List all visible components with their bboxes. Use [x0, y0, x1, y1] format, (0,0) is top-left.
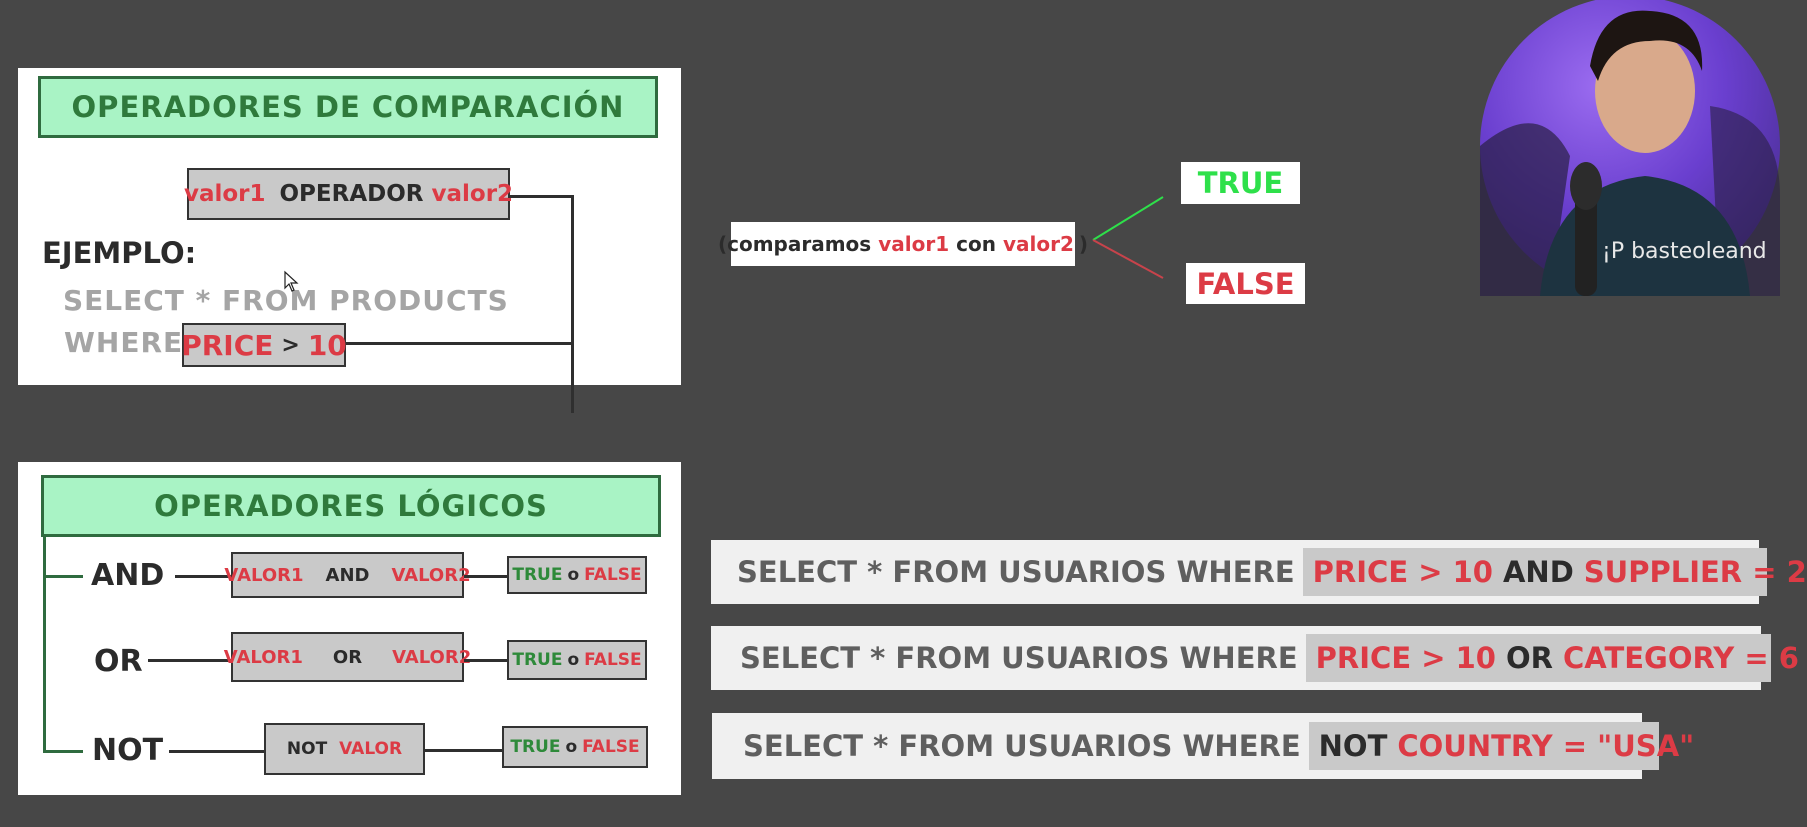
or-line-2 — [464, 659, 507, 662]
connector-bottom — [345, 342, 574, 345]
example-operator: > — [281, 332, 300, 358]
sql-or-condition: PRICE > 10 OR CATEGORY = 6 — [1305, 634, 1799, 682]
sql-and-prefix: SELECT * FROM USUARIOS WHERE — [737, 555, 1295, 589]
and-value2: VALOR2 — [391, 564, 471, 586]
not-value: VALOR — [339, 739, 403, 759]
avatar-shirt-text: ¡P basteoleand — [1602, 239, 1767, 264]
and-keyword: AND — [325, 564, 370, 586]
spine-tick-and — [43, 575, 83, 578]
presenter-avatar: ¡P basteoleand — [1480, 0, 1780, 296]
and-line-1 — [175, 575, 232, 578]
spine-tick-not — [43, 750, 83, 753]
example-where-keyword: WHERE — [64, 326, 184, 359]
sql-not-cond: COUNTRY = "USA" — [1397, 729, 1695, 763]
and-result-box: TRUE o FALSE — [507, 556, 647, 594]
or-true: TRUE — [512, 650, 563, 670]
not-false: FALSE — [582, 737, 640, 757]
not-line-2 — [424, 749, 503, 752]
not-line-1 — [169, 750, 265, 753]
sql-not-keyword: NOT — [1318, 729, 1388, 763]
logical-title: OPERADORES LÓGICOS — [41, 475, 661, 537]
sql-example-not: SELECT * FROM USUARIOS WHERE NOT COUNTRY… — [712, 713, 1694, 779]
sql-and-cond1: PRICE > 10 — [1312, 555, 1493, 589]
or-label: OR — [94, 644, 143, 679]
or-value1: VALOR1 — [223, 646, 303, 668]
syntax-box: valor1 OPERADOR valor2 — [183, 168, 513, 220]
connector-vertical — [571, 195, 574, 413]
syntax-value2: valor2 — [431, 181, 514, 207]
compare-note-open: (comparamos — [717, 232, 872, 256]
not-label: NOT — [92, 733, 164, 768]
sql-and-cond2: SUPPLIER = 2 — [1583, 555, 1807, 589]
or-keyword: OR — [332, 646, 363, 668]
example-condition-box: PRICE > 10 — [181, 323, 347, 367]
sql-example-or: SELECT * FROM USUARIOS WHERE PRICE > 10 … — [711, 626, 1799, 690]
and-true: TRUE — [512, 565, 563, 585]
not-o: o — [565, 737, 578, 757]
logical-operators-panel: OPERADORES LÓGICOS AND VALOR1 AND VALOR2… — [18, 462, 681, 795]
comparison-operators-panel: OPERADORES DE COMPARACIÓN valor1 OPERADO… — [18, 68, 681, 413]
and-o: o — [567, 565, 580, 585]
or-value2: VALOR2 — [392, 646, 472, 668]
not-expression-box: NOT VALOR — [264, 723, 425, 775]
example-label: EJEMPLO: — [42, 236, 197, 270]
branch-lines — [1092, 196, 1164, 279]
example-select-line: SELECT * FROM PRODUCTS — [63, 284, 509, 317]
sql-and-condition: PRICE > 10 AND SUPPLIER = 2 — [1302, 548, 1807, 596]
and-value1: VALOR1 — [224, 564, 304, 586]
sql-or-keyword: OR — [1505, 641, 1553, 675]
sql-example-and: SELECT * FROM USUARIOS WHERE PRICE > 10 … — [711, 540, 1807, 604]
compare-note-con: con — [956, 232, 996, 256]
false-branch-line — [1092, 239, 1164, 279]
logical-spine — [43, 534, 46, 752]
presenter-illustration: ¡P basteoleand — [1480, 10, 1780, 296]
sql-not-prefix: SELECT * FROM USUARIOS WHERE — [743, 729, 1301, 763]
sql-or-cond1: PRICE > 10 — [1315, 641, 1496, 675]
compare-note: (comparamos valor1 con valor2 ) — [718, 222, 1088, 266]
syntax-operator: OPERADOR — [279, 181, 424, 207]
compare-note-value2: valor2 — [1002, 232, 1074, 256]
sql-and-keyword: AND — [1502, 555, 1574, 589]
sql-not-condition: NOT COUNTRY = "USA" — [1308, 722, 1694, 770]
and-false: FALSE — [584, 565, 642, 585]
not-keyword: NOT — [286, 739, 328, 759]
sql-or-cond2: CATEGORY = 6 — [1562, 641, 1799, 675]
connector-top — [508, 195, 572, 198]
and-line-2 — [464, 575, 507, 578]
not-result-box: TRUE o FALSE — [502, 726, 648, 768]
example-price: PRICE — [181, 328, 274, 362]
compare-note-value1: valor1 — [878, 232, 950, 256]
or-line-1 — [148, 659, 232, 662]
result-true: TRUE — [1181, 162, 1300, 204]
or-o: o — [567, 650, 580, 670]
not-true: TRUE — [510, 737, 561, 757]
mouse-cursor-icon — [284, 270, 299, 292]
result-false: FALSE — [1186, 263, 1305, 304]
and-expression-box: VALOR1 AND VALOR2 — [224, 552, 471, 598]
true-branch-line — [1092, 196, 1164, 241]
compare-note-close: ) — [1078, 232, 1089, 256]
or-expression-box: VALOR1 OR VALOR2 — [224, 632, 471, 682]
or-false: FALSE — [584, 650, 642, 670]
and-label: AND — [91, 558, 165, 593]
or-result-box: TRUE o FALSE — [507, 640, 647, 680]
comparison-title: OPERADORES DE COMPARACIÓN — [38, 76, 658, 138]
syntax-value1: valor1 — [183, 181, 266, 207]
example-value: 10 — [307, 328, 347, 362]
sql-or-prefix: SELECT * FROM USUARIOS WHERE — [740, 641, 1298, 675]
